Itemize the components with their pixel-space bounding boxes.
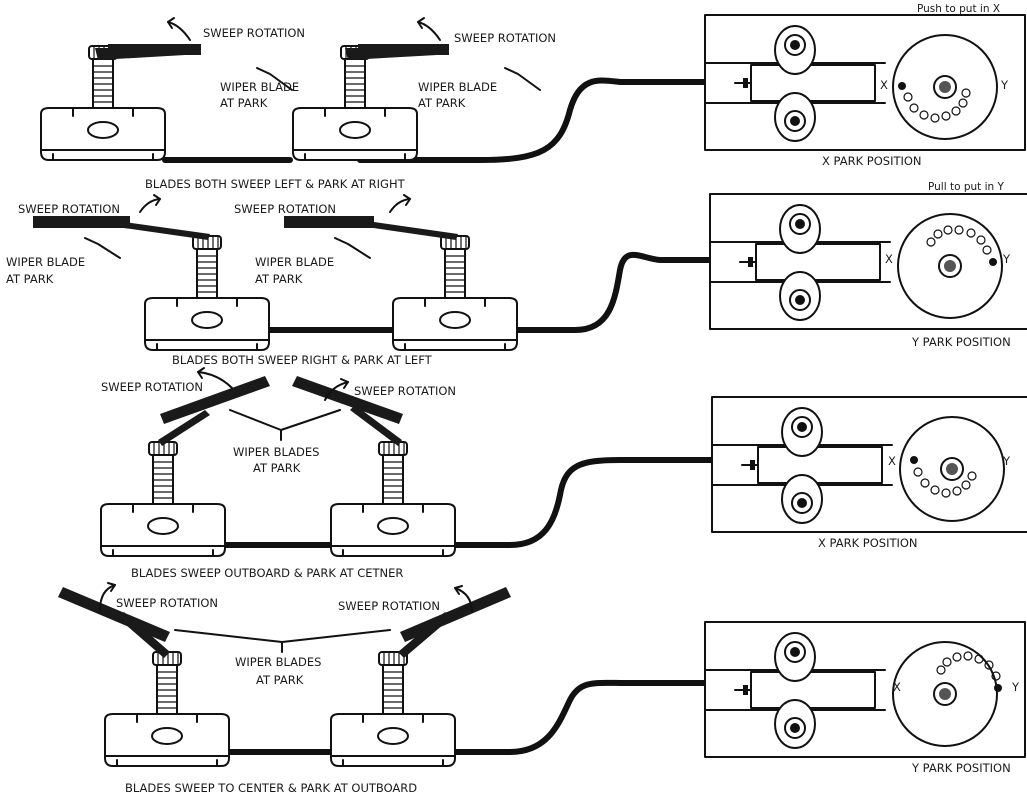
wiper-arm: [350, 405, 402, 446]
x-label: X: [880, 78, 888, 92]
x-label: X: [888, 454, 896, 468]
wiper-blade: [292, 376, 403, 424]
x-marker: [898, 82, 906, 90]
y-marker: [989, 258, 997, 266]
wiper-blade: [160, 376, 270, 424]
rotation-arrow: [197, 371, 233, 389]
panel-caption: BLADES SWEEP OUTBOARD & PARK AT CETNER: [131, 566, 403, 580]
wiper-blade-label: AT PARK: [255, 272, 303, 286]
panel-caption: BLADES SWEEP TO CENTER & PARK AT OUTBOAR…: [125, 781, 417, 795]
wiper-blade: [33, 216, 130, 228]
wiring-cable: [227, 679, 736, 755]
sweep-rotation-label: SWEEP ROTATION: [101, 380, 203, 394]
switch-instruction: Push to put in X: [917, 3, 1000, 15]
wiper-motor-right: [392, 235, 518, 351]
y-marker: [994, 684, 1002, 692]
wiper-motor-right: [330, 441, 456, 557]
park-switch: [704, 14, 1026, 151]
wiper-blades-label: WIPER BLADES: [233, 445, 319, 459]
x-label: X: [893, 680, 901, 694]
wiper-arm: [398, 612, 451, 658]
wiper-blade: [284, 216, 374, 228]
y-label: Y: [1000, 78, 1009, 92]
panel-3: SWEEP ROTATION SWEEP ROTATION WIPER BLAD…: [100, 367, 1027, 580]
pointer-line: [229, 409, 341, 441]
wiper-blade-label: WIPER BLADE: [418, 80, 497, 94]
switch-instruction: Pull to put in Y: [928, 181, 1005, 193]
wiring-cable: [162, 77, 715, 163]
park-position-label: Y PARK POSITION: [911, 761, 1011, 775]
wiper-motor-right: [330, 651, 456, 767]
rotation-arrow: [454, 587, 473, 613]
sweep-rotation-label: SWEEP ROTATION: [203, 26, 305, 40]
park-position-label: Y PARK POSITION: [911, 335, 1011, 349]
wiper-arm: [95, 48, 188, 60]
park-switch: [709, 193, 1027, 330]
park-switch: [704, 621, 1026, 758]
sweep-rotation-label: SWEEP ROTATION: [234, 202, 336, 216]
wiper-arm: [158, 410, 210, 446]
x-marker: [910, 456, 918, 464]
wiring-cable: [257, 251, 755, 333]
wiper-motor-right: [292, 45, 418, 161]
wiper-motor-left: [40, 45, 166, 161]
wiper-blade-label: WIPER BLADE: [255, 255, 334, 269]
sweep-rotation-label: SWEEP ROTATION: [454, 31, 556, 45]
wiper-blades-label: AT PARK: [253, 461, 301, 475]
panel-caption: BLADES BOTH SWEEP RIGHT & PARK AT LEFT: [172, 353, 433, 367]
rotation-arrow: [167, 21, 191, 41]
pointer-line: [174, 629, 391, 653]
wiper-arm: [110, 220, 210, 240]
wiring-cable: [222, 457, 725, 548]
wiper-blade-label: AT PARK: [418, 96, 466, 110]
wiper-blade-label: WIPER BLADE: [220, 80, 299, 94]
pointer-line: [84, 237, 121, 259]
wiper-blade-label: WIPER BLADE: [6, 255, 85, 269]
sweep-rotation-label: SWEEP ROTATION: [338, 599, 440, 613]
park-switch: [711, 396, 1027, 533]
panel-1: SWEEP ROTATION SWEEP ROTATION WIPER BLAD…: [40, 3, 1026, 191]
y-label: Y: [1002, 252, 1011, 266]
panel-4: SWEEP ROTATION SWEEP ROTATION WIPER BLAD…: [58, 582, 1026, 795]
rotation-arrow: [99, 584, 116, 611]
wiper-blade-label: AT PARK: [6, 272, 54, 286]
park-position-label: X PARK POSITION: [822, 154, 922, 168]
sweep-rotation-label: SWEEP ROTATION: [116, 596, 218, 610]
wiper-blades-label: WIPER BLADES: [235, 655, 321, 669]
panel-caption: BLADES BOTH SWEEP LEFT & PARK AT RIGHT: [145, 177, 406, 191]
wiper-arm: [118, 612, 170, 658]
sweep-rotation-label: SWEEP ROTATION: [354, 384, 456, 398]
pointer-line: [256, 67, 293, 91]
wiper-motor-left: [104, 651, 230, 767]
y-label: Y: [1011, 680, 1020, 694]
wiper-arm: [360, 220, 458, 240]
panel-2: SWEEP ROTATION SWEEP ROTATION WIPER BLAD…: [6, 181, 1027, 367]
park-position-label: X PARK POSITION: [818, 536, 918, 550]
y-label: Y: [1002, 454, 1011, 468]
wiper-motor-left: [100, 441, 226, 557]
wiper-blade-label: AT PARK: [220, 96, 268, 110]
rotation-arrow: [417, 21, 441, 41]
rotation-arrow: [389, 198, 411, 213]
wiper-arm: [345, 48, 440, 60]
wiper-motor-left: [144, 235, 270, 351]
rotation-arrow: [324, 381, 349, 401]
rotation-arrow: [139, 198, 161, 213]
wiper-blade: [400, 587, 511, 642]
sweep-rotation-label: SWEEP ROTATION: [18, 202, 120, 216]
x-label: X: [885, 252, 893, 266]
wiper-blades-label: AT PARK: [256, 673, 304, 687]
